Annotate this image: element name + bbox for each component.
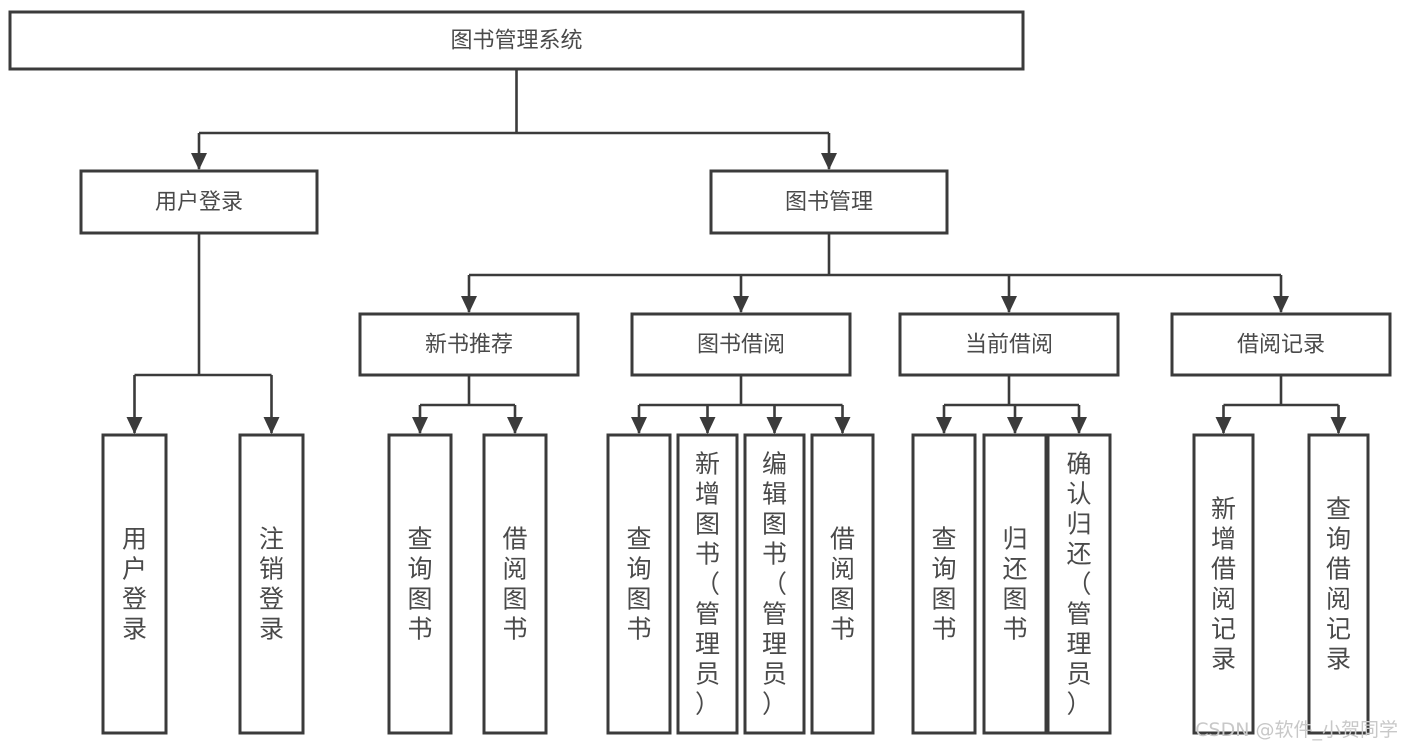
link-arrowhead <box>1273 296 1289 313</box>
node-current-borrow-box[interactable] <box>898 312 1120 377</box>
node-current-borrow[interactable]: 当前借阅 <box>898 312 1120 377</box>
node-leaf-add-record[interactable]: 新增借阅记录 <box>1192 433 1255 735</box>
csdn-watermark: CSDN @软件_小贺同学 <box>1195 719 1398 741</box>
node-leaf-query-record-label: 查询借阅记录 <box>1326 494 1351 673</box>
link-arrowhead <box>936 417 952 434</box>
node-leaf-query-book-3-box[interactable] <box>911 433 977 735</box>
node-new-book-recommend-box[interactable] <box>358 312 580 377</box>
node-book-manage[interactable]: 图书管理 <box>709 169 949 235</box>
node-leaf-confirm-return-label: 确认归还（管理员） <box>1066 449 1091 718</box>
node-leaf-user-login-label: 用户登录 <box>122 524 147 643</box>
link-arrowhead <box>1001 296 1017 313</box>
link-arrowhead <box>766 417 783 434</box>
link-arrowhead <box>631 417 647 434</box>
node-leaf-user-login-box[interactable] <box>101 433 168 735</box>
node-book-borrow-box[interactable] <box>630 312 852 377</box>
node-leaf-edit-book-label: 编辑图书（管理员） <box>762 449 787 718</box>
link-arrowhead <box>461 296 477 313</box>
node-leaf-query-book-3[interactable]: 查询图书 <box>911 433 977 735</box>
node-leaf-edit-book[interactable]: 编辑图书（管理员） <box>743 433 806 735</box>
link-arrowhead <box>1330 417 1347 434</box>
node-leaf-edit-book-box[interactable] <box>743 433 806 735</box>
link-arrowhead <box>263 417 280 434</box>
link-arrowhead <box>126 417 143 434</box>
node-leaf-borrow-book-1-box[interactable] <box>482 433 548 735</box>
link-arrowhead <box>834 417 851 434</box>
node-user-login-box[interactable] <box>79 169 319 235</box>
node-leaf-query-book-1-label: 查询图书 <box>407 524 432 643</box>
node-leaf-query-record-box[interactable] <box>1307 433 1370 735</box>
node-leaf-confirm-return[interactable]: 确认归还（管理员） <box>1046 433 1112 735</box>
node-book-borrow[interactable]: 图书借阅 <box>630 312 852 377</box>
link-arrowhead <box>507 417 523 434</box>
node-leaf-borrow-book-2[interactable]: 借阅图书 <box>810 433 875 735</box>
node-leaf-add-book-box[interactable] <box>676 433 739 735</box>
node-new-book-recommend-label: 新书推荐 <box>425 333 513 358</box>
node-leaf-return-book-label: 归还图书 <box>1002 524 1027 643</box>
node-leaf-borrow-book-2-label: 借阅图书 <box>830 524 855 643</box>
link-arrowhead <box>733 296 749 313</box>
link-arrowhead <box>1071 417 1087 434</box>
node-leaf-add-record-label: 新增借阅记录 <box>1211 494 1236 673</box>
node-book-manage-label: 图书管理 <box>785 190 873 215</box>
node-leaf-query-book-2-box[interactable] <box>606 433 672 735</box>
node-new-book-recommend[interactable]: 新书推荐 <box>358 312 580 377</box>
link-arrowhead <box>412 417 428 434</box>
node-current-borrow-label: 当前借阅 <box>965 333 1053 358</box>
node-leaf-query-book-2-label: 查询图书 <box>626 524 651 643</box>
node-leaf-logout-label: 注销登录 <box>259 524 284 643</box>
node-user-login-label: 用户登录 <box>155 190 243 215</box>
node-leaf-borrow-book-1[interactable]: 借阅图书 <box>482 433 548 735</box>
node-leaf-query-record[interactable]: 查询借阅记录 <box>1307 433 1370 735</box>
node-borrow-record-label: 借阅记录 <box>1237 333 1325 358</box>
node-leaf-query-book-1[interactable]: 查询图书 <box>387 433 453 735</box>
link-arrowhead <box>1215 417 1232 434</box>
node-leaf-logout-box[interactable] <box>238 433 305 735</box>
node-book-manage-box[interactable] <box>709 169 949 235</box>
node-leaf-return-book-box[interactable] <box>982 433 1048 735</box>
connector-links <box>126 69 1347 434</box>
node-user-login[interactable]: 用户登录 <box>79 169 319 235</box>
link-arrowhead <box>821 153 837 170</box>
node-leaf-query-book-3-label: 查询图书 <box>931 524 956 643</box>
node-root[interactable]: 图书管理系统 <box>8 10 1025 71</box>
node-leaf-borrow-book-2-box[interactable] <box>810 433 875 735</box>
node-leaf-add-record-box[interactable] <box>1192 433 1255 735</box>
diagram-nodes: 图书管理系统用户登录图书管理新书推荐图书借阅当前借阅借阅记录用户登录注销登录查询… <box>8 10 1392 735</box>
node-leaf-confirm-return-box[interactable] <box>1046 433 1112 735</box>
node-leaf-add-book[interactable]: 新增图书（管理员） <box>676 433 739 735</box>
link-arrowhead <box>1007 417 1023 434</box>
node-borrow-record-box[interactable] <box>1170 312 1392 377</box>
node-leaf-query-book-2[interactable]: 查询图书 <box>606 433 672 735</box>
node-root-label: 图书管理系统 <box>450 29 582 54</box>
node-leaf-return-book[interactable]: 归还图书 <box>982 433 1048 735</box>
node-leaf-borrow-book-1-label: 借阅图书 <box>502 524 527 643</box>
node-leaf-user-login[interactable]: 用户登录 <box>101 433 168 735</box>
link-arrowhead <box>191 153 207 170</box>
node-root-box[interactable] <box>8 10 1025 71</box>
node-leaf-query-book-1-box[interactable] <box>387 433 453 735</box>
link-arrowhead <box>699 417 716 434</box>
node-leaf-add-book-label: 新增图书（管理员） <box>695 449 720 718</box>
node-borrow-record[interactable]: 借阅记录 <box>1170 312 1392 377</box>
node-leaf-logout[interactable]: 注销登录 <box>238 433 305 735</box>
node-book-borrow-label: 图书借阅 <box>697 333 785 358</box>
